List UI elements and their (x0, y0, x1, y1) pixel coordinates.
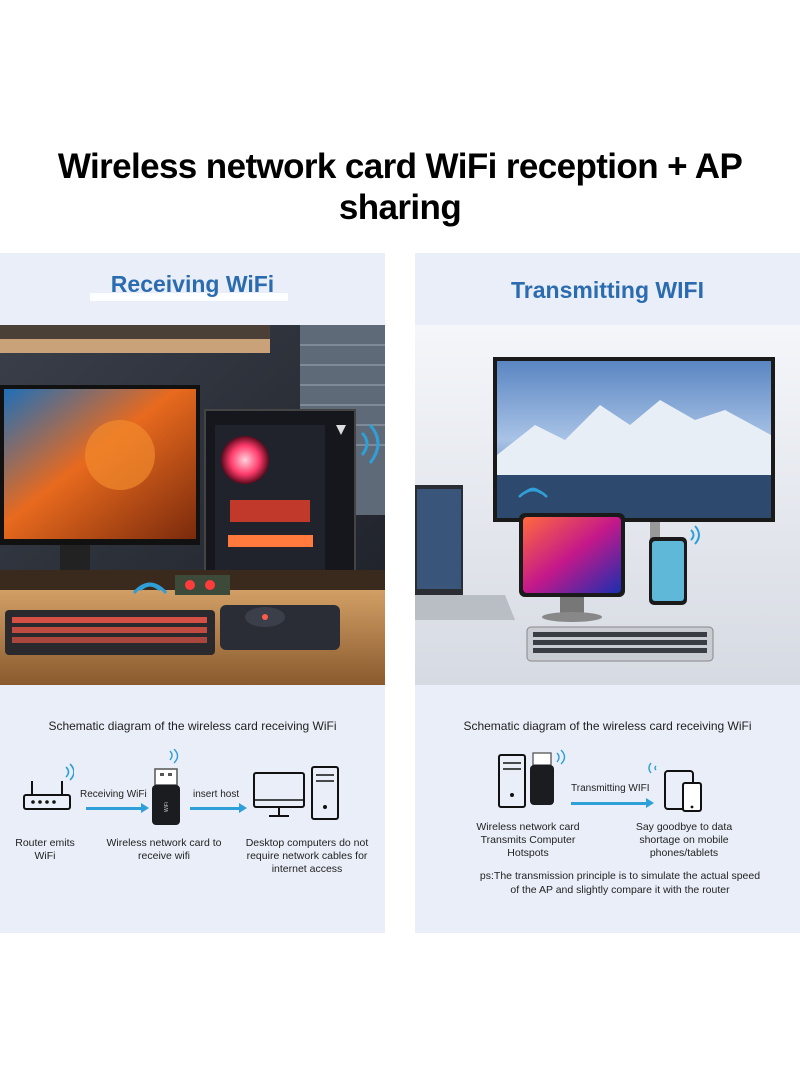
transmitting-arrow (571, 798, 654, 808)
transmitting-wifi-panel: Transmitting WIFI (415, 253, 800, 933)
desktop-label: Desktop computers do not require network… (245, 837, 369, 875)
transmission-note: ps:The transmission principle is to simu… (479, 870, 761, 896)
receiving-wifi-heading: Receiving WiFi (110, 271, 275, 297)
tablet-icon (648, 762, 702, 812)
receiving-wifi-panel: Receiving WiFi (0, 253, 385, 933)
phone-icon (682, 782, 702, 812)
page-title: Wireless network card WiFi reception + A… (0, 146, 800, 228)
usb-wifi-adapter-icon: WiFi (152, 749, 180, 825)
heading-highlight (90, 293, 288, 301)
monitor-devices-photo (415, 325, 800, 685)
router-icon (23, 763, 74, 810)
transmitting-wifi-heading: Transmitting WIFI (511, 277, 704, 303)
desktop-computer-icon (253, 766, 339, 820)
transmitting-diagram-caption: Schematic diagram of the wireless card r… (463, 719, 752, 733)
card-receive-label: Wireless network card to receive wifi (106, 837, 222, 862)
svg-text:WiFi: WiFi (164, 802, 170, 812)
gaming-desk-illustration (0, 325, 385, 685)
mobile-label: Say goodbye to data shortage on mobile p… (635, 821, 733, 859)
page-title-line-1: Wireless network card WiFi reception + A… (57, 147, 743, 186)
insert-host-arrow (190, 803, 247, 813)
insert-host-arrow-label: insert host (193, 789, 240, 800)
receiving-arrow (86, 803, 149, 813)
card-transmit-label: Wireless network card Transmits Computer… (476, 821, 580, 859)
monitor-devices-illustration (415, 325, 800, 685)
transmitting-wifi-arrow-label: Transmitting WIFI (571, 783, 650, 794)
receiving-wifi-arrow-label: Receiving WiFi (80, 789, 147, 800)
gaming-desk-photo (0, 325, 385, 685)
receiving-diagram-caption: Schematic diagram of the wireless card r… (48, 719, 337, 733)
page-title-line-2: sharing (338, 188, 462, 227)
pc-tower-icon (498, 749, 566, 808)
router-label: Router emits WiFi (15, 837, 75, 862)
